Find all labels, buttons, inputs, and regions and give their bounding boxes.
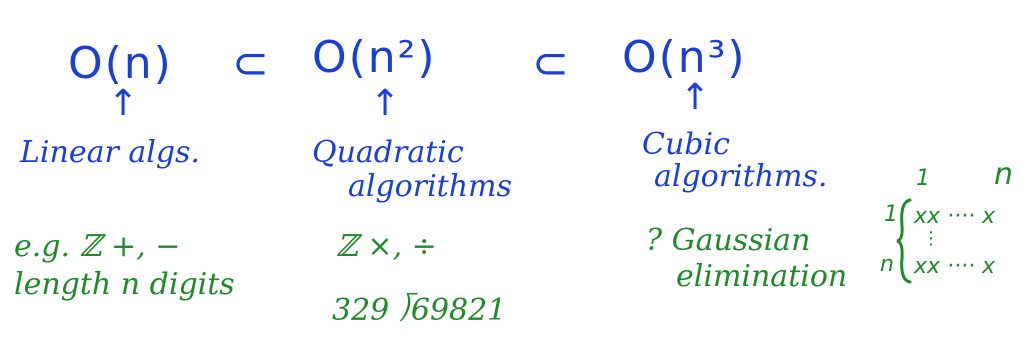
- matrix-col-label-n: n: [994, 157, 1014, 192]
- linear-label: Linear algs.: [20, 135, 200, 170]
- matrix-col-label-1: 1: [916, 166, 930, 191]
- matrix-vdots: ⋮: [922, 228, 940, 249]
- arrow-up-icon-cubic: ↑: [680, 77, 711, 118]
- cubic-label-line2: algorithms.: [654, 159, 828, 194]
- linear-example-note: length n digits: [14, 267, 235, 302]
- cubic-label-line1: Cubic: [642, 127, 730, 162]
- arrow-up-icon-linear: ↑: [108, 83, 139, 124]
- quadratic-label-line1: Quadratic: [312, 135, 464, 170]
- quadratic-example-ops: ℤ ×, ÷: [336, 229, 437, 264]
- linear-class-notation: O(n): [68, 38, 173, 89]
- cubic-class-notation: O(n³): [622, 32, 747, 83]
- matrix-left-bracket-icon: [896, 198, 912, 284]
- matrix-row-label-n: n: [880, 252, 894, 277]
- subset-symbol-2: ⊂: [532, 38, 571, 89]
- cubic-example-line1: ? Gaussian: [646, 223, 811, 258]
- arrow-up-icon-quadratic: ↑: [370, 83, 401, 124]
- cubic-example-line2: elimination: [676, 259, 848, 294]
- quadratic-class-notation: O(n²): [312, 32, 437, 83]
- subset-symbol: ⊂: [232, 38, 271, 89]
- matrix-row-2: xx ···· x: [914, 254, 996, 279]
- matrix-row-label-1: 1: [884, 202, 898, 227]
- quadratic-example-division: 329 ⟌69821: [332, 293, 507, 328]
- matrix-row-1: xx ···· x: [914, 204, 996, 229]
- quadratic-label-line2: algorithms: [348, 169, 512, 204]
- linear-example-ops: e.g. ℤ +, −: [14, 229, 181, 264]
